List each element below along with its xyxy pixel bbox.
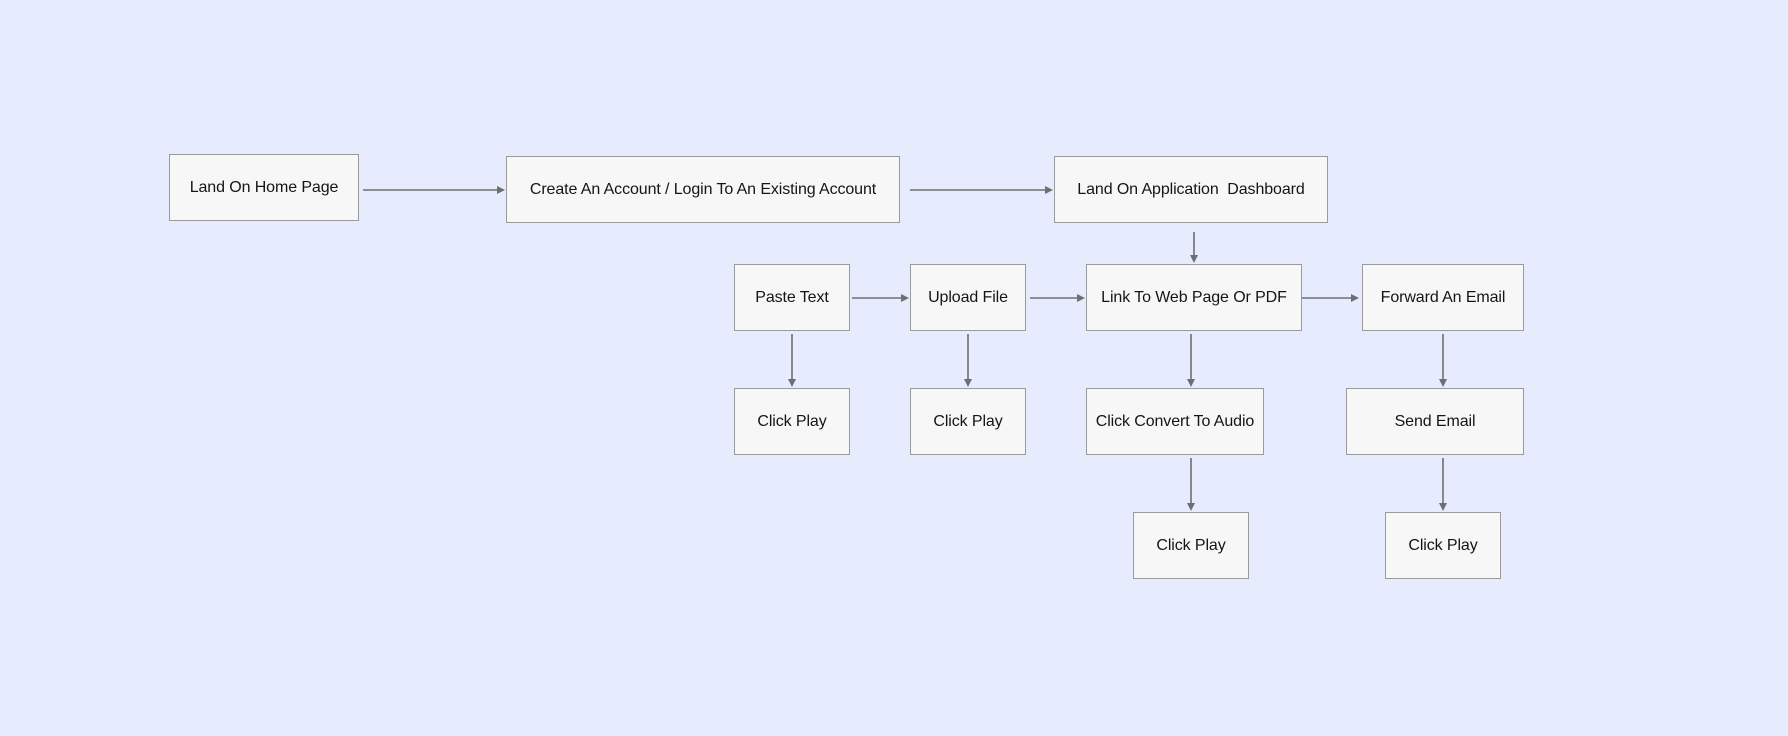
edge-paste-to-upload <box>852 294 909 302</box>
arrowhead-icon <box>1187 503 1195 511</box>
node-click-play-email: Click Play <box>1385 512 1501 579</box>
arrowhead-icon <box>964 379 972 387</box>
arrowhead-icon <box>1077 294 1085 302</box>
edge-dashboard-to-link-web <box>1190 232 1198 263</box>
node-link-web: Link To Web Page Or PDF <box>1086 264 1302 331</box>
arrowhead-icon <box>1439 379 1447 387</box>
edge-send-to-play <box>1439 458 1447 511</box>
node-convert-audio: Click Convert To Audio <box>1086 388 1264 455</box>
edge-account-to-dashboard <box>910 186 1053 194</box>
edge-link-web-to-forward <box>1302 294 1359 302</box>
arrowhead-icon <box>901 294 909 302</box>
node-home: Land On Home Page <box>169 154 359 221</box>
node-account: Create An Account / Login To An Existing… <box>506 156 900 223</box>
node-dashboard: Land On Application Dashboard <box>1054 156 1328 223</box>
arrowhead-icon <box>1351 294 1359 302</box>
node-upload-file: Upload File <box>910 264 1026 331</box>
node-click-play-upload: Click Play <box>910 388 1026 455</box>
node-click-play-convert: Click Play <box>1133 512 1249 579</box>
edge-forward-to-send <box>1439 334 1447 387</box>
edge-home-to-account <box>363 186 505 194</box>
edge-upload-to-play <box>964 334 972 387</box>
arrowhead-icon <box>497 186 505 194</box>
node-click-play-paste: Click Play <box>734 388 850 455</box>
arrowhead-icon <box>1190 255 1198 263</box>
arrowhead-icon <box>788 379 796 387</box>
node-forward-email: Forward An Email <box>1362 264 1524 331</box>
edge-link-web-to-convert <box>1187 334 1195 387</box>
arrowhead-icon <box>1045 186 1053 194</box>
edge-paste-to-play <box>788 334 796 387</box>
edge-upload-to-link-web <box>1030 294 1085 302</box>
edge-convert-to-play <box>1187 458 1195 511</box>
node-send-email: Send Email <box>1346 388 1524 455</box>
node-paste-text: Paste Text <box>734 264 850 331</box>
arrowhead-icon <box>1439 503 1447 511</box>
arrowhead-icon <box>1187 379 1195 387</box>
